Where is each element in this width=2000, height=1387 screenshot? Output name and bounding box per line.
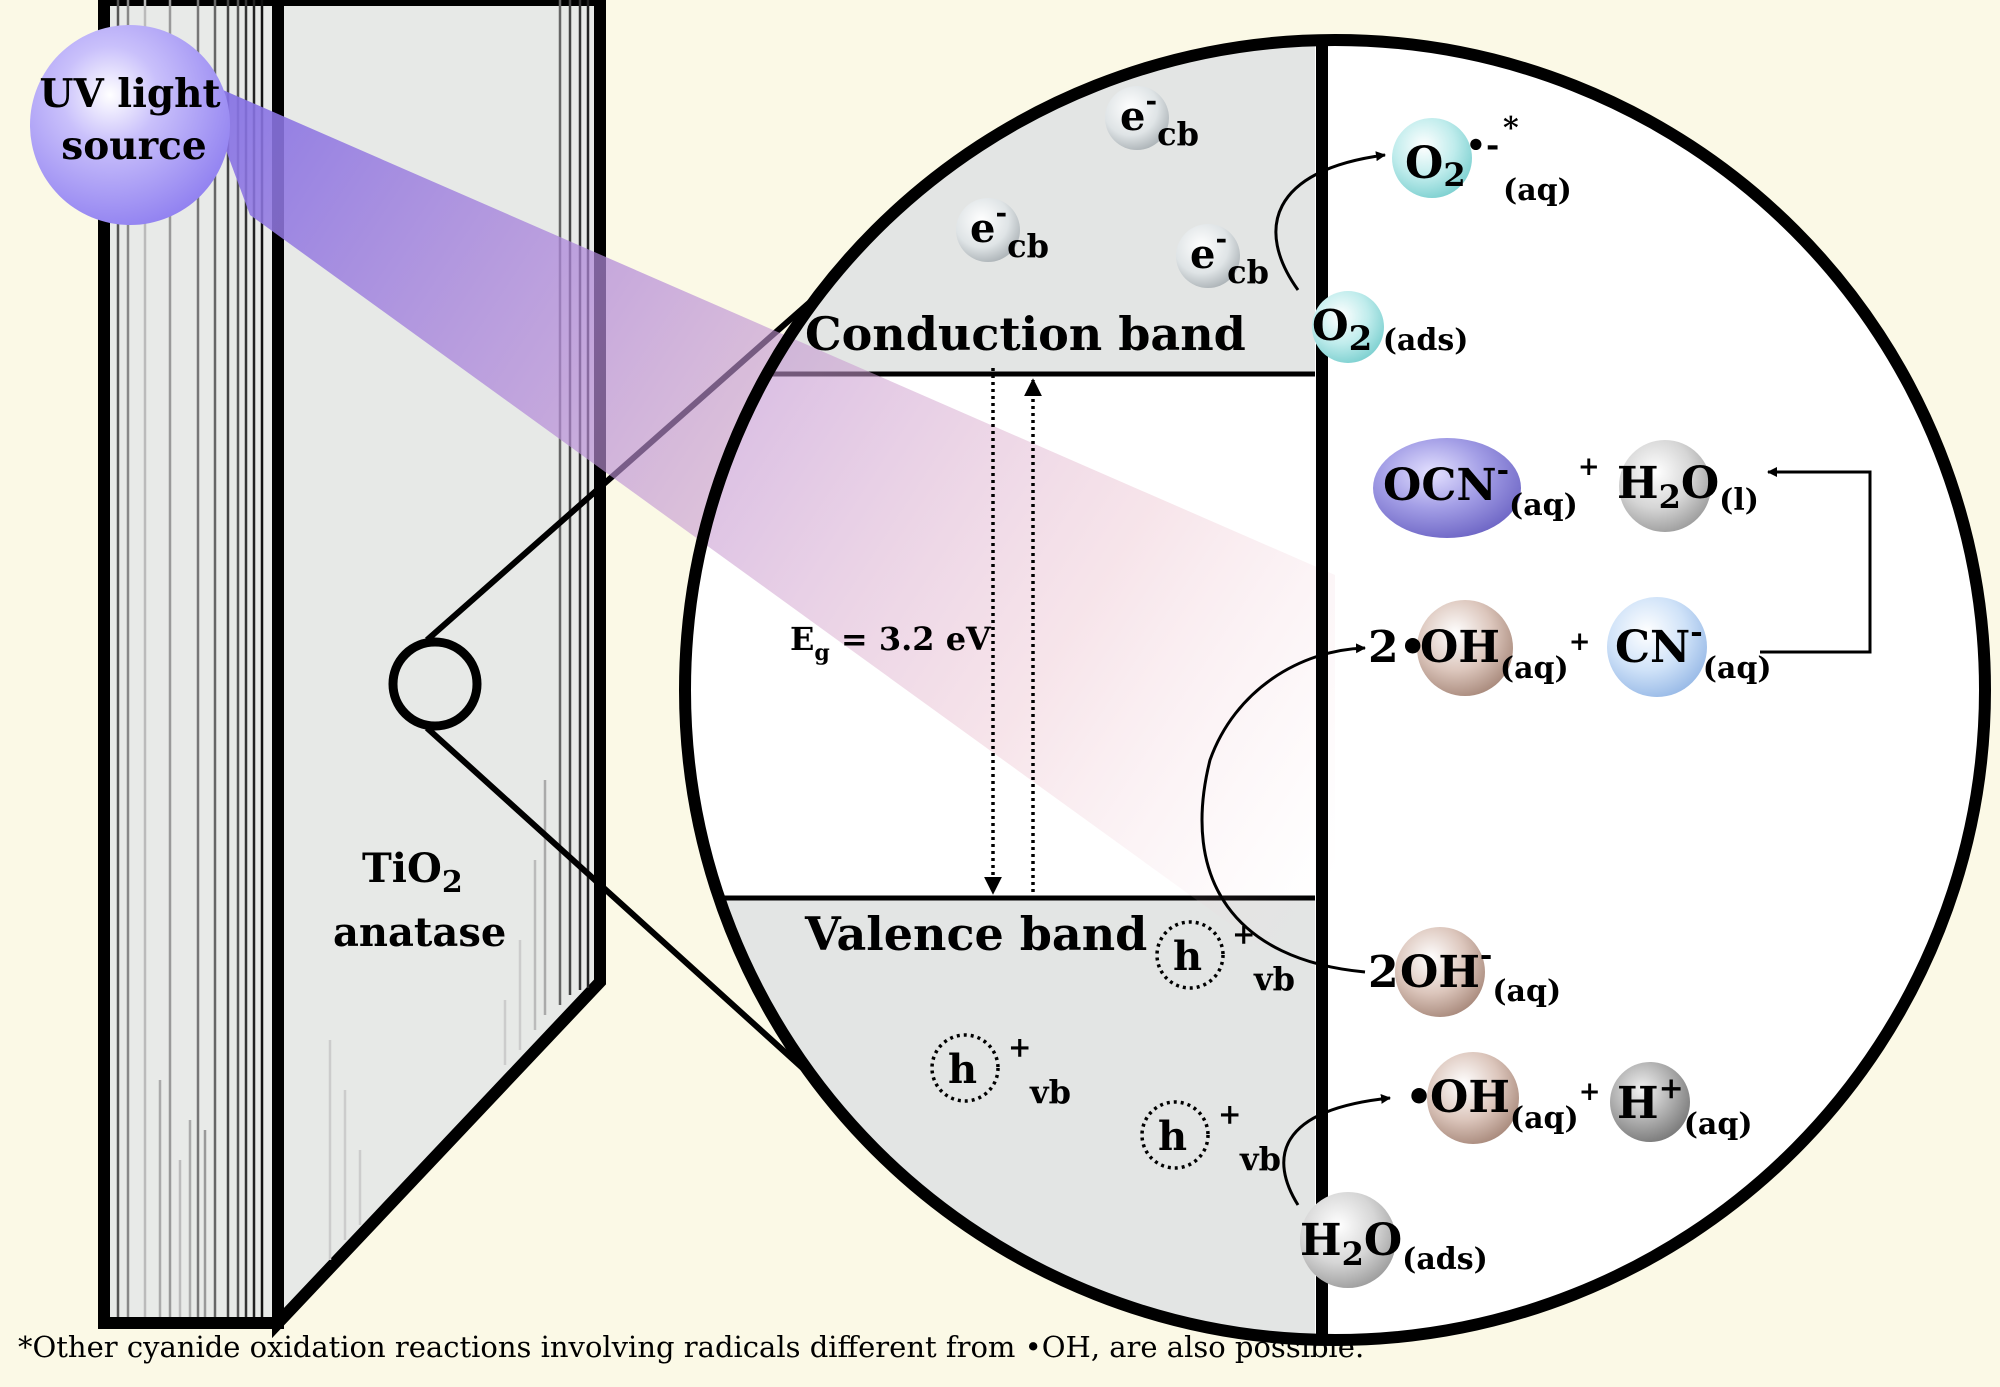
band-gap-arrows	[984, 368, 1042, 895]
svg-text:h+vb: h+vb	[1158, 1098, 1281, 1178]
svg-text:h+vb: h+vb	[948, 1031, 1071, 1111]
zoom-circle-outline	[679, 34, 1991, 1346]
svg-text:O2•-*(aq): O2•-*(aq)	[1405, 111, 1572, 208]
valence-band-label: Valence band	[804, 907, 1147, 961]
tio2-main: TiO	[362, 845, 442, 892]
slab-front-bottom-shading	[158, 1080, 207, 1317]
species-hydroxide: 2OH-(aq)	[1368, 927, 1561, 1017]
hole-vb-2: h+vb	[930, 1031, 1071, 1111]
species-superoxide: O2•-*(aq)	[1392, 111, 1572, 208]
species-hydroxyl-radical: •OH(aq)+	[1405, 1052, 1601, 1144]
svg-text:CN-(aq): CN-(aq)	[1615, 615, 1772, 686]
electron-cb-3: e-cb	[1176, 222, 1269, 291]
svg-text:2•OH(aq)+: 2•OH(aq)+	[1368, 622, 1591, 686]
tio2-subscript: 2	[442, 865, 463, 900]
svg-text:h+vb: h+vb	[1173, 918, 1295, 998]
hole-vb-1: h+vb	[1155, 918, 1295, 998]
reaction-arrows	[1200, 151, 1872, 1206]
uv-source-line1: UV light	[39, 71, 220, 117]
uv-source-line2: source	[61, 123, 206, 169]
o2-reduction-arrow	[1274, 151, 1386, 291]
footnote: *Other cyanide oxidation reactions invol…	[18, 1330, 1364, 1364]
band-gap-label: Eg = 3.2 eV	[790, 620, 992, 666]
species-water-liquid: H2O(l)	[1617, 440, 1759, 532]
tio2-anatase: anatase	[333, 909, 506, 956]
species-cyanate: OCN-(aq)+	[1373, 438, 1600, 538]
magnifier-spot	[388, 637, 482, 731]
water-oxidation-arrow	[1282, 1093, 1391, 1206]
uv-source-sphere	[30, 25, 230, 225]
svg-text:e-cb: e-cb	[970, 196, 1049, 265]
species-water-adsorbed: H2O(ads)	[1300, 1192, 1488, 1288]
tio2-label: TiO2 anatase	[333, 845, 506, 956]
species-proton: H+(aq)	[1610, 1062, 1753, 1142]
svg-text:OCN-(aq)+: OCN-(aq)+	[1383, 452, 1600, 523]
species-o2-ads: O2 (ads)	[1312, 291, 1468, 363]
svg-text:2OH-(aq): 2OH-(aq)	[1368, 938, 1561, 1009]
svg-text:e-cb: e-cb	[1120, 84, 1199, 153]
uv-light-source: UV light source	[30, 25, 230, 225]
uv-light-beam	[200, 80, 1335, 1000]
species-hydroxyl-radical-pair: 2•OH(aq)+	[1368, 600, 1591, 696]
conduction-band-label: Conduction band	[805, 307, 1246, 361]
svg-text:TiO2: TiO2	[362, 845, 463, 900]
svg-text:O2 (ads): O2 (ads)	[1312, 301, 1468, 359]
svg-text:H2O(ads): H2O(ads)	[1300, 1215, 1488, 1277]
hole-vb-3: h+vb	[1140, 1098, 1281, 1178]
oh-oxidation-arrow	[1200, 643, 1366, 974]
svg-text:•OH(aq)+: •OH(aq)+	[1405, 1072, 1601, 1136]
species-cyanide: CN-(aq)	[1607, 597, 1772, 697]
electron-cb-2: e-cb	[956, 196, 1049, 265]
svg-text:e-cb: e-cb	[1190, 222, 1269, 291]
electron-cb-1: e-cb	[1105, 84, 1199, 153]
svg-text:H2O(l): H2O(l)	[1617, 458, 1759, 518]
cyanide-oxidation-arrow	[1760, 467, 1872, 654]
svg-text:H+(aq): H+(aq)	[1617, 1071, 1753, 1142]
